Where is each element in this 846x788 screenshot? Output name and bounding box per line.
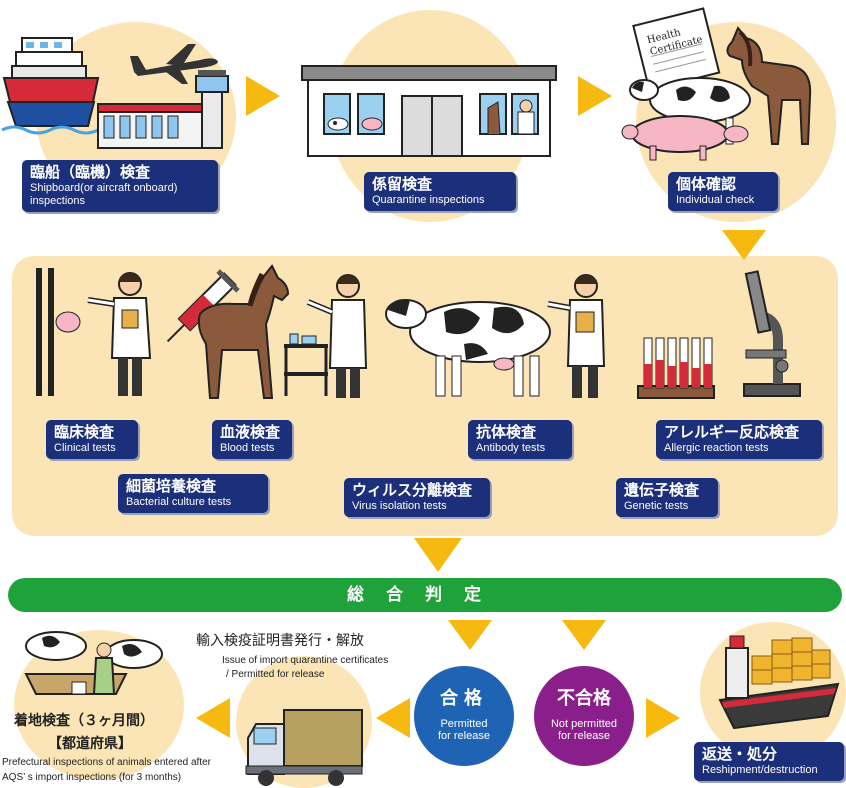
quarantine-label: 係留検査 Quarantine inspections [364, 172, 516, 211]
blood-label: 血液検査 Blood tests [212, 420, 292, 459]
virus-label: ウィルス分離検査 Virus isolation tests [344, 478, 490, 517]
clinical-label: 臨床検査 Clinical tests [46, 420, 138, 459]
allergic-label: アレルギー反応検査 Allergic reaction tests [656, 420, 822, 459]
fail-badge: 不合格 Not permitted for release [534, 666, 634, 766]
landing-jp2: 【都道府県】 [48, 736, 132, 752]
release-jp: 輸入検疫証明書発行・解放 [196, 633, 364, 649]
allergic-jp: アレルギー反応検査 [664, 423, 800, 441]
arrow-right-3 [646, 698, 680, 738]
vet-antibody-icon [547, 274, 606, 398]
antibody-label: 抗体検査 Antibody tests [468, 420, 572, 459]
airport-tower-icon [97, 70, 229, 149]
arrow-down-fail [562, 620, 606, 650]
shipboard-en: Shipboard(or aircraft onboard) inspectio… [30, 182, 178, 207]
arrow-left-1 [376, 698, 410, 738]
genetic-en: Genetic tests [624, 500, 689, 512]
cow-antibody-icon [385, 299, 551, 397]
arrow-down-2 [414, 538, 462, 572]
reship-jp: 返送・処分 [702, 745, 778, 763]
arrow-down-pass [448, 620, 492, 650]
fail-en2: for release [558, 730, 610, 742]
airplane-icon [130, 44, 218, 84]
fail-en1: Not permitted [550, 718, 618, 730]
blood-jp: 血液検査 [220, 423, 281, 441]
landing-en2: AQS’ s import inspections (for 3 months) [2, 772, 182, 783]
pass-badge: 合格 Permitted for release [414, 666, 514, 766]
fail-jp: 不合格 [557, 688, 611, 709]
shipboard-jp: 臨船（臨機）検査 [30, 163, 151, 181]
pass-jp: 合格 [440, 688, 488, 709]
reship-en: Reshipment/destruction [702, 764, 818, 776]
arrow-right-1 [246, 76, 280, 116]
release-en2: / Permitted for release [226, 669, 325, 680]
shipboard-label: 臨船（臨機）検査 Shipboard(or aircraft onboard) … [22, 160, 218, 212]
release-en1: Issue of import quarantine certificates [222, 655, 389, 666]
arrow-right-2 [578, 76, 612, 116]
vet-icon [87, 272, 152, 396]
landing-en1: Prefectural inspections of animals enter… [2, 757, 211, 768]
allergic-en: Allergic reaction tests [664, 442, 769, 454]
quarantine-jp: 係留検査 [372, 175, 433, 193]
virus-en: Virus isolation tests [352, 500, 447, 512]
clinical-jp: 臨床検査 [54, 423, 115, 441]
antibody-en: Antibody tests [476, 442, 546, 454]
pass-en2: for release [438, 730, 490, 742]
pass-en1: Permitted [440, 718, 488, 730]
blood-en: Blood tests [220, 442, 275, 454]
virus-jp: ウィルス分離検査 [352, 481, 473, 499]
reship-label: 返送・処分 Reshipment/destruction [694, 742, 844, 781]
bacterial-label: 細菌培養検査 Bacterial culture tests [118, 474, 268, 513]
cargo-ship-icon [718, 635, 840, 730]
ship-icon [1, 37, 100, 135]
test-tubes-icon [637, 337, 715, 399]
landing-jp1: 着地検査（３ヶ月間） [14, 713, 154, 729]
vet-cart-icon [284, 274, 368, 398]
pen-bars-icon [36, 268, 81, 396]
antibody-jp: 抗体検査 [476, 423, 537, 441]
quarantine-building-icon [301, 65, 557, 157]
bacterial-en: Bacterial culture tests [126, 496, 232, 508]
individual-en: Individual check [676, 194, 755, 206]
arrow-down-1 [722, 230, 766, 260]
quarantine-en: Quarantine inspections [372, 194, 485, 206]
microscope-icon [743, 270, 801, 397]
genetic-label: 遺伝子検査 Genetic tests [616, 478, 718, 517]
horse-icon [726, 26, 812, 145]
pig-icon [621, 115, 749, 161]
bacterial-jp: 細菌培養検査 [126, 477, 217, 495]
farm-cows-icon [24, 631, 163, 695]
clinical-en: Clinical tests [54, 442, 116, 454]
individual-label: 個体確認 Individual check [668, 172, 778, 211]
genetic-jp: 遺伝子検査 [624, 481, 700, 499]
horse-blood-icon [197, 264, 290, 399]
individual-jp: 個体確認 [676, 175, 737, 193]
arrow-left-2 [196, 698, 230, 738]
truck-icon [245, 709, 363, 786]
judgement-bar: 総合判定 [8, 578, 842, 612]
